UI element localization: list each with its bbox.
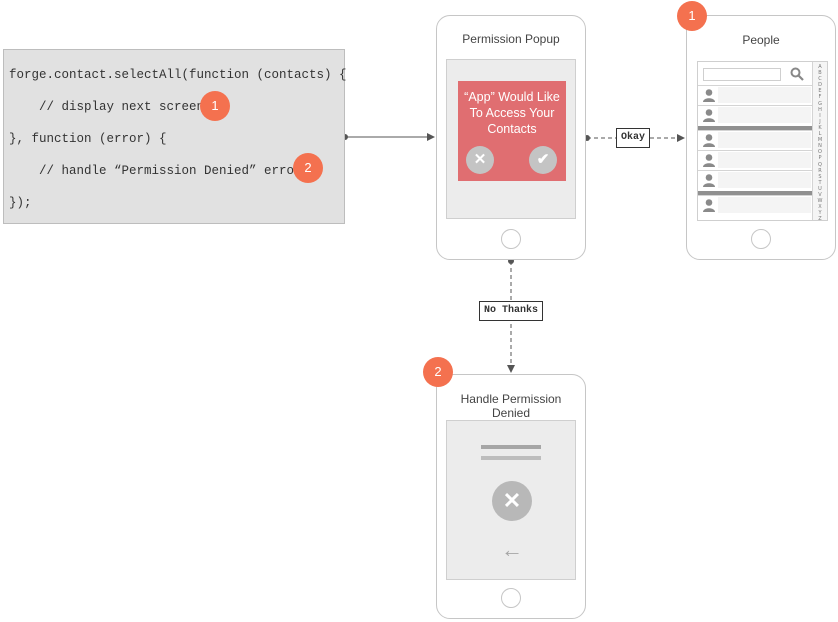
phone-title: Handle Permission Denied [460,392,562,420]
code-line: forge.contact.selectAll(function (contac… [9,68,347,82]
contact-name-placeholder [718,87,811,103]
contact-name-placeholder [718,172,811,188]
alphabet-letter[interactable]: P [818,155,822,162]
home-button [501,588,521,608]
code-to-popup-connector [342,133,435,141]
alphabet-letter[interactable]: K [818,124,822,131]
alphabet-letter[interactable]: J [819,118,821,125]
permission-denied-phone: Handle Permission Denied ✕ ← [436,374,586,619]
code-line: }, function (error) { [9,132,167,146]
list-item[interactable] [698,130,812,149]
search-icon[interactable] [790,67,804,81]
list-item[interactable] [698,170,812,189]
list-item[interactable] [698,85,812,104]
alphabet-letter[interactable]: A [818,64,822,70]
step-badge-2: 2 [293,153,323,183]
deny-button[interactable]: ✕ [466,146,494,174]
alphabet-letter[interactable]: E [818,88,822,95]
alphabet-letter[interactable]: Q [818,161,822,168]
list-item[interactable] [698,105,812,124]
step-badge-2: 2 [423,357,453,387]
title-placeholder-line [481,445,541,449]
code-line: // display next screen [9,100,205,114]
phone-title: People [742,33,780,47]
alphabet-letter[interactable]: V [818,191,822,198]
close-icon: ✕ [473,151,487,168]
list-item[interactable] [698,150,812,169]
alphabet-letter[interactable]: Y [818,210,822,217]
alphabet-letter[interactable]: Z [818,216,822,223]
person-icon [703,134,715,147]
home-button [501,229,521,249]
step-badge-1: 1 [677,1,707,31]
person-icon [703,89,715,102]
okay-label: Okay [616,128,651,148]
subtitle-placeholder-line [481,456,541,460]
contact-name-placeholder [718,132,811,148]
section-divider [698,191,812,196]
alphabet-letter[interactable]: D [818,82,822,89]
code-snippet: forge.contact.selectAll(function (contac… [3,49,347,224]
contact-name-placeholder [718,107,811,123]
error-icon: ✕ [492,481,532,521]
search-input[interactable] [703,68,781,81]
alphabet-letter[interactable]: G [818,100,822,107]
list-item[interactable] [698,195,812,214]
step-badge-1: 1 [200,91,230,121]
alphabet-letter[interactable]: F [818,94,822,101]
alphabet-letter[interactable]: T [818,179,822,186]
permission-message: “App” Would Like To Access Your Contacts [464,90,560,136]
person-icon [703,199,715,212]
code-line: // handle “Permission Denied” error [9,164,302,178]
alphabet-letter[interactable]: O [818,149,822,156]
alphabet-letter[interactable]: N [818,143,822,150]
back-arrow-icon[interactable]: ← [501,537,523,562]
person-icon [703,109,715,122]
permission-popup-phone: Permission Popup “App” Would Like To Acc… [436,15,586,260]
alphabet-letter[interactable]: U [818,185,822,192]
no-thanks-label: No Thanks [479,301,544,321]
alphabet-letter[interactable]: R [818,167,822,174]
allow-button[interactable]: ✔ [529,146,557,174]
phone-title: Permission Popup [462,32,560,46]
alphabet-letter[interactable]: L [818,131,822,138]
section-divider [698,126,812,131]
alphabet-letter[interactable]: H [818,106,822,113]
alphabet-letter[interactable]: B [818,70,822,77]
code-line: }); [9,196,32,210]
alphabet-letter[interactable]: C [818,76,822,83]
phone-screen: ✕ ← [446,420,576,580]
home-button [751,229,771,249]
person-icon [703,154,715,167]
alphabet-letter[interactable]: S [818,173,822,180]
contact-name-placeholder [718,152,811,168]
alphabet-letter[interactable]: W [817,198,823,205]
alphabet-letter[interactable]: I [819,112,821,119]
person-icon [703,174,715,187]
contact-name-placeholder [718,197,811,213]
check-icon: ✔ [536,151,550,168]
alphabet-letter[interactable]: M [817,137,823,144]
permission-dialog: “App” Would Like To Access Your Contacts… [458,81,566,181]
alphabet-letter[interactable]: X [818,204,822,211]
